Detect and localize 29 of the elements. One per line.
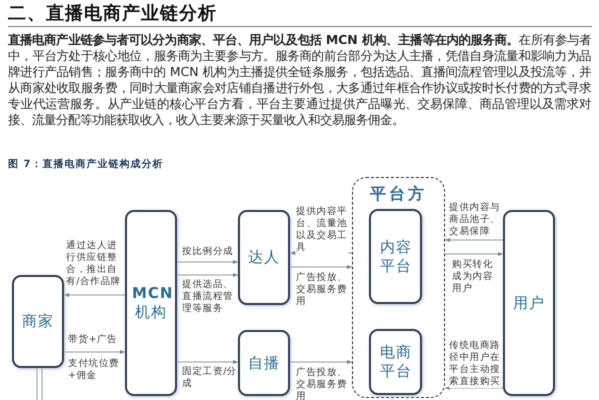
figure-caption: 图 7：直播电商产业链构成分析 [8, 157, 164, 171]
arrow [176, 273, 238, 277]
edge-label: 传统电商路径中用户在平台主动搜索直接购买 [449, 340, 501, 388]
arrow [290, 265, 352, 269]
arrow [444, 386, 504, 390]
arrow [64, 350, 126, 354]
process-box: 内容平台 [369, 209, 422, 304]
process-box: 自播 [238, 330, 290, 396]
arrow [444, 238, 504, 242]
process-box: MCN 机构 [125, 210, 177, 396]
arrow [176, 260, 238, 264]
process-box: 用户 [503, 210, 555, 396]
group-title: 平台方 [369, 184, 428, 205]
edge-label: 广告投放、交易服务费用 [296, 272, 348, 308]
platform-group [352, 177, 445, 398]
edge-label: 固定工资/分成 [182, 366, 237, 390]
section-heading: 二、直播电商产业链分析 [8, 2, 217, 25]
arrow [290, 360, 352, 364]
arrow [444, 252, 504, 256]
edge-label: 提供内容与商品池子、交易保障 [449, 202, 501, 238]
edge-label: 广告投放、交易服务费用 [296, 367, 348, 400]
body-paragraph: 直播电商产业链参与者可以分为商家、平台、用户以及包括 MCN 机构、主播等在内的服务商。在所有参与者中，平台方处于核心地位，服务商为主要参与方。服务商的前台部分为达人主播，凭借自身流量和影响力为品牌进行产品销售；服务商中的 MCN 机构为主播提供全链条服务，包括选品、直播间流程管理以及投流等，并从商家处收取服务费，同时大量商家会对店铺自播进行外包，大多通过年框合作协议或按时长付费的方式寻求专业代运营服务。从产业链的核心平台方看，平台主要通过提供产品曝光、交易保障、商品管理以及需求对接、流量分配等功能获取收入，收入主要来源于买量收入和交易服务佣金。 [8, 32, 591, 128]
process-box: 电商平台 [369, 329, 422, 396]
edge-label: 提供内容平台、流量池以及交易工具 [296, 206, 348, 254]
process-box: 商家 [12, 275, 64, 368]
connector-line [36, 368, 38, 400]
process-box: 达人 [238, 210, 290, 305]
arrow [176, 360, 238, 364]
arrow [64, 293, 126, 297]
